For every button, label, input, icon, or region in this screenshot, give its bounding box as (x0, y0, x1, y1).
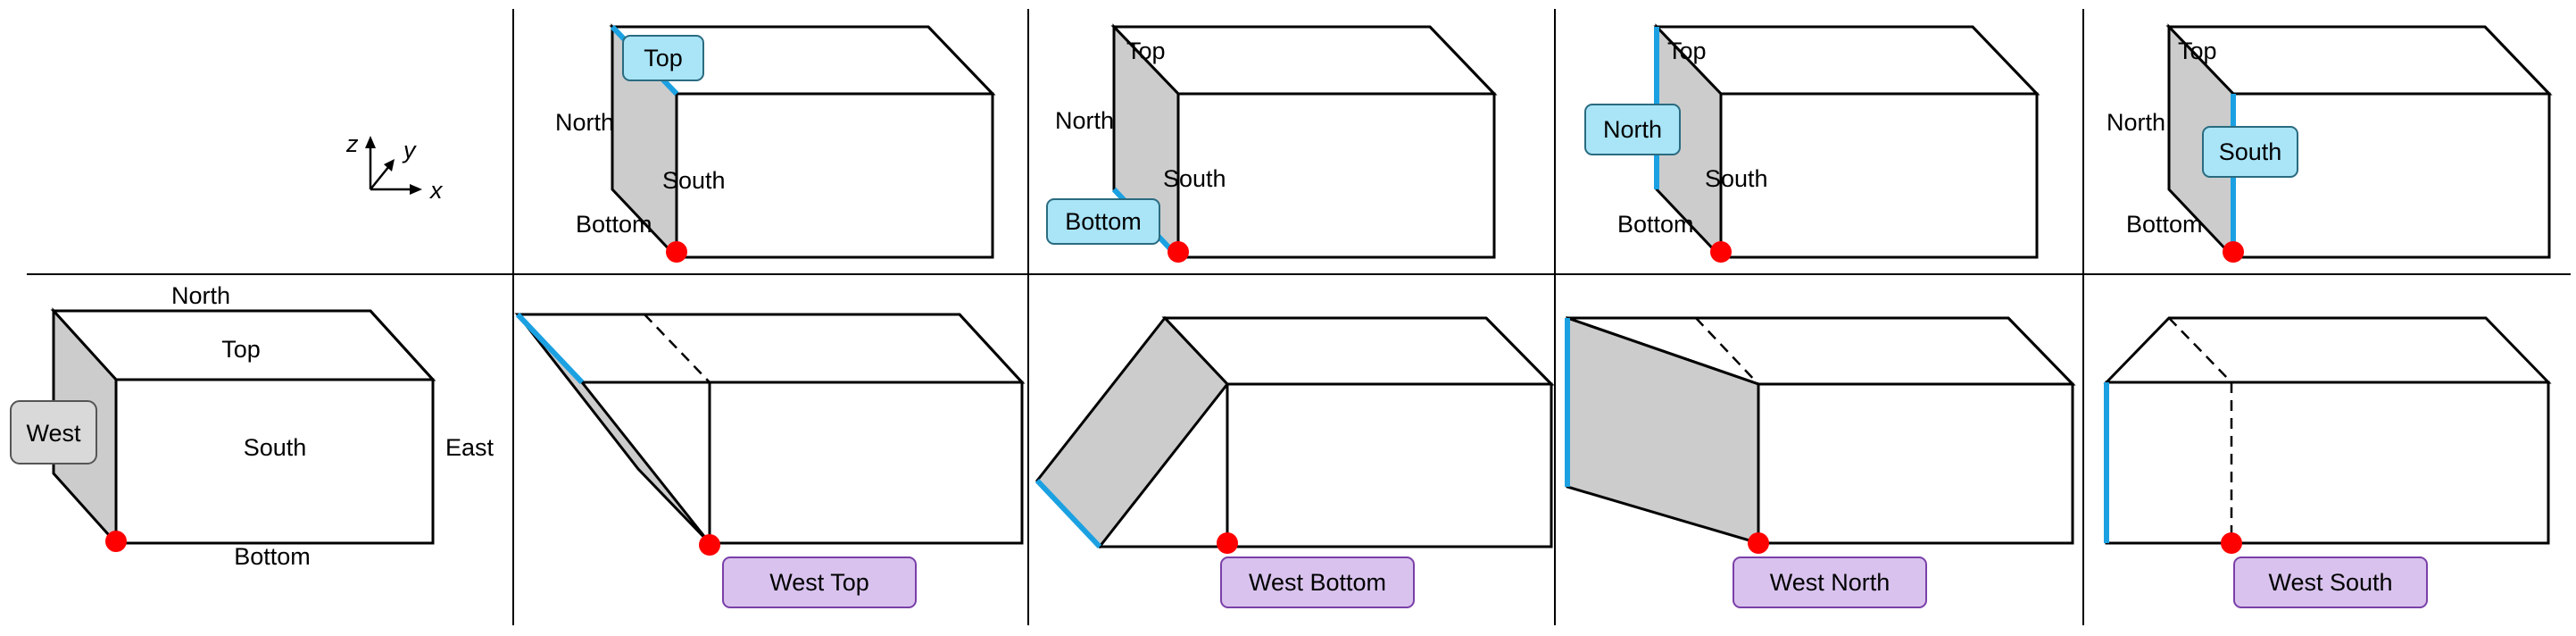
case-panel-west-top: West Top (514, 312, 1026, 608)
case-label-box (2233, 556, 2428, 608)
highlight-callout (1584, 104, 1681, 155)
axis-z-label: z (345, 130, 359, 157)
case-label-box (1220, 556, 1415, 608)
reference-west-label: West (26, 420, 81, 447)
south-label: South (662, 167, 726, 194)
axis-y-label: y (402, 137, 417, 163)
panel-grid (27, 9, 2571, 625)
highlighted-edge (515, 312, 585, 385)
case-label-box (1733, 556, 1927, 608)
origin-dot (2221, 532, 2242, 554)
reference-east-label: East (445, 434, 494, 461)
highlight-callout-label: Top (644, 45, 683, 71)
highlight-callout (2202, 126, 2298, 178)
origin-dot (1168, 241, 1189, 263)
axis-indicator: z y x (345, 130, 444, 204)
north-label: North (1055, 107, 1114, 134)
origin-dot (1217, 532, 1238, 554)
north-label: North (2107, 109, 2165, 136)
case-label-box (722, 556, 917, 608)
highlight-callout-label: North (1603, 116, 1662, 143)
top-panel-north: Top South Bottom North (1584, 23, 2040, 263)
highlight-callout-label: Bottom (1065, 208, 1142, 235)
reference-box: West North Top South East Bottom (10, 282, 494, 570)
reference-top-label: Top (221, 336, 261, 363)
top-label: Top (2178, 38, 2217, 64)
origin-dot (699, 534, 720, 556)
highlight-callout-label: South (2219, 138, 2282, 165)
case-label: West South (2268, 569, 2392, 596)
highlight-callout (622, 35, 704, 81)
reference-bottom-label: Bottom (234, 543, 311, 570)
top-label: Top (1667, 38, 1707, 64)
south-label: South (1163, 165, 1226, 192)
origin-dot (666, 241, 687, 263)
case-panel-west-bottom: West Bottom (1035, 315, 1555, 608)
reference-west-callout (10, 400, 97, 464)
highlight-callout (1046, 198, 1160, 245)
origin-dot (1748, 532, 1769, 554)
top-panel-bottom: Top North South Bottom (1046, 23, 1498, 263)
top-panel-south: Top North Bottom South (2107, 23, 2553, 263)
south-label: South (1705, 165, 1768, 192)
case-label: West North (1770, 569, 1890, 596)
bottom-label: Bottom (576, 211, 652, 238)
origin-dot (1710, 241, 1732, 263)
bottom-label: Bottom (2126, 211, 2203, 238)
top-label: Top (1126, 38, 1166, 64)
top-panel-top: North South Bottom Top (555, 23, 996, 263)
reference-origin-dot (105, 531, 127, 552)
axis-x-label: x (428, 177, 444, 204)
case-panel-west-south: West South (2103, 316, 2552, 608)
origin-dot (2223, 241, 2244, 263)
north-label: North (555, 109, 614, 136)
reference-south-label: South (244, 434, 307, 461)
highlighted-edge (1035, 478, 1102, 549)
case-label: West Bottom (1249, 569, 1386, 596)
bottom-label: Bottom (1617, 211, 1694, 238)
reference-north-label: North (171, 282, 230, 309)
case-panel-west-north: West North (1565, 315, 2076, 608)
case-label: West Top (769, 569, 869, 596)
reference-south-face (114, 378, 435, 545)
